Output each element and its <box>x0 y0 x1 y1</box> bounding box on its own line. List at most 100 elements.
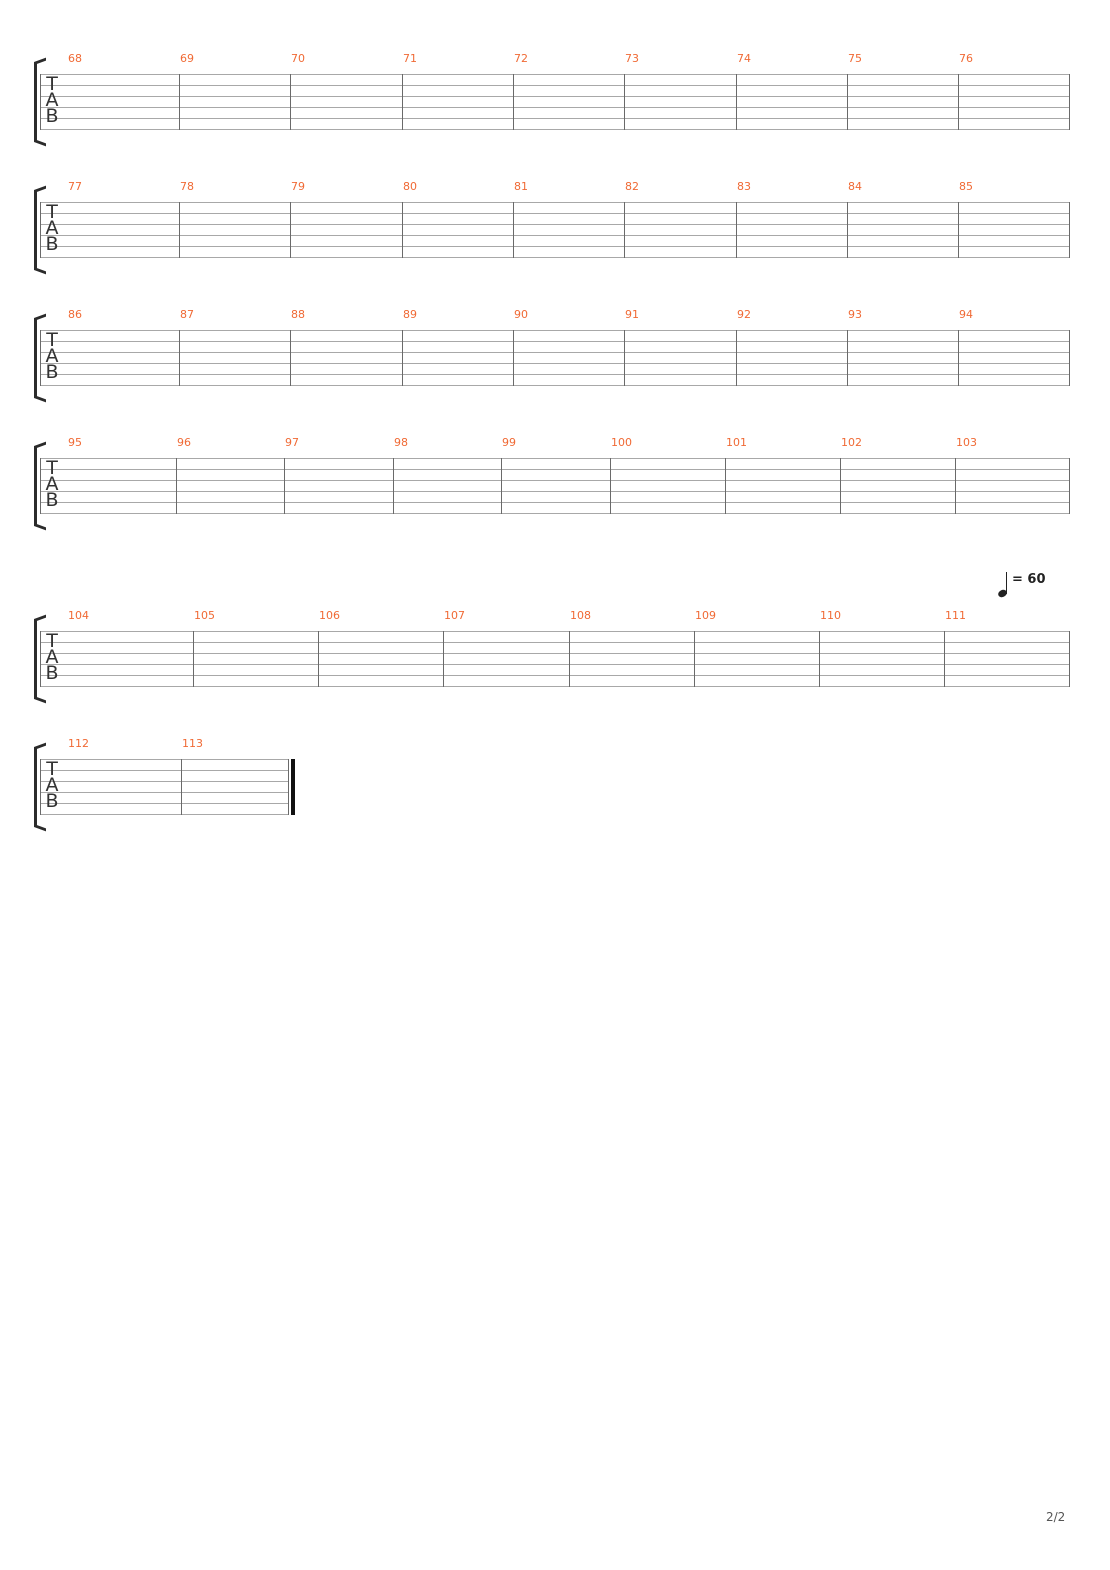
staff-line <box>40 759 289 760</box>
measure-number: 105 <box>194 609 215 622</box>
barline <box>40 330 41 386</box>
measure-number: 82 <box>625 180 639 193</box>
barline <box>847 330 848 386</box>
barline <box>40 631 41 687</box>
staff-line <box>40 85 1070 86</box>
measure-number: 80 <box>403 180 417 193</box>
barline <box>958 74 959 130</box>
measure-number: 81 <box>514 180 528 193</box>
tab-clef-letter: A <box>45 217 59 239</box>
page-number: 2/2 <box>1046 1510 1066 1524</box>
system-bracket <box>34 318 47 398</box>
measure-number: 97 <box>285 436 299 449</box>
staff-line <box>40 374 1070 375</box>
system-bracket <box>34 62 47 142</box>
measure-number: 96 <box>177 436 191 449</box>
staff-lines <box>40 631 1070 687</box>
barline <box>1069 202 1070 258</box>
measure-number: 76 <box>959 52 973 65</box>
tab-clef-letter: A <box>45 345 59 367</box>
tab-clef-letter: B <box>45 790 59 812</box>
tab-clef-letter: B <box>45 489 59 511</box>
measure-number: 84 <box>848 180 862 193</box>
barline <box>513 330 514 386</box>
barline <box>402 74 403 130</box>
measure-number: 78 <box>180 180 194 193</box>
tab-clef-letter: T <box>46 329 58 351</box>
measure-number: 88 <box>291 308 305 321</box>
barline <box>290 202 291 258</box>
measure-number: 85 <box>959 180 973 193</box>
barline <box>193 631 194 687</box>
staff-line <box>40 330 1070 331</box>
staff-line <box>40 129 1070 130</box>
barline <box>181 759 182 815</box>
staff-line <box>40 363 1070 364</box>
barline <box>1069 330 1070 386</box>
barline <box>40 74 41 130</box>
barline <box>288 759 289 815</box>
tab-clef-letter: A <box>45 774 59 796</box>
barline <box>179 330 180 386</box>
tab-clef-letter: B <box>45 662 59 684</box>
measure-number: 106 <box>319 609 340 622</box>
staff-line <box>40 653 1070 654</box>
measure-number: 68 <box>68 52 82 65</box>
barline <box>513 74 514 130</box>
tab-clef-letter: A <box>45 473 59 495</box>
staff-line <box>40 469 1070 470</box>
quarter-note-stem <box>1006 572 1007 594</box>
barline <box>958 202 959 258</box>
staff-line <box>40 118 1070 119</box>
staff-line <box>40 235 1070 236</box>
barline <box>944 631 945 687</box>
barline <box>694 631 695 687</box>
barline <box>176 458 177 514</box>
staff-line <box>40 341 1070 342</box>
barline <box>179 202 180 258</box>
staff-line <box>40 385 1070 386</box>
barline <box>955 458 956 514</box>
staff-line <box>40 781 289 782</box>
barline <box>958 330 959 386</box>
staff-line <box>40 202 1070 203</box>
staff-line <box>40 803 289 804</box>
staff-line <box>40 491 1070 492</box>
measure-number: 86 <box>68 308 82 321</box>
barline <box>402 202 403 258</box>
final-barline <box>291 759 295 815</box>
staff-lines <box>40 330 1070 386</box>
tab-clef-letter: B <box>45 361 59 383</box>
staff-line <box>40 686 1070 687</box>
barline <box>725 458 726 514</box>
measure-number: 99 <box>502 436 516 449</box>
staff-line <box>40 814 289 815</box>
tab-clef-letter: B <box>45 105 59 127</box>
staff-line <box>40 631 1070 632</box>
measure-number: 111 <box>945 609 966 622</box>
measure-number: 93 <box>848 308 862 321</box>
staff-line <box>40 480 1070 481</box>
staff-line <box>40 792 289 793</box>
measure-number: 69 <box>180 52 194 65</box>
barline <box>179 74 180 130</box>
barline <box>40 458 41 514</box>
measure-number: 95 <box>68 436 82 449</box>
staff-line <box>40 213 1070 214</box>
barline <box>624 74 625 130</box>
barline <box>501 458 502 514</box>
barline <box>736 330 737 386</box>
staff-line <box>40 96 1070 97</box>
measure-number: 100 <box>611 436 632 449</box>
barline <box>1069 74 1070 130</box>
tempo-text: = 60 <box>1012 572 1046 587</box>
